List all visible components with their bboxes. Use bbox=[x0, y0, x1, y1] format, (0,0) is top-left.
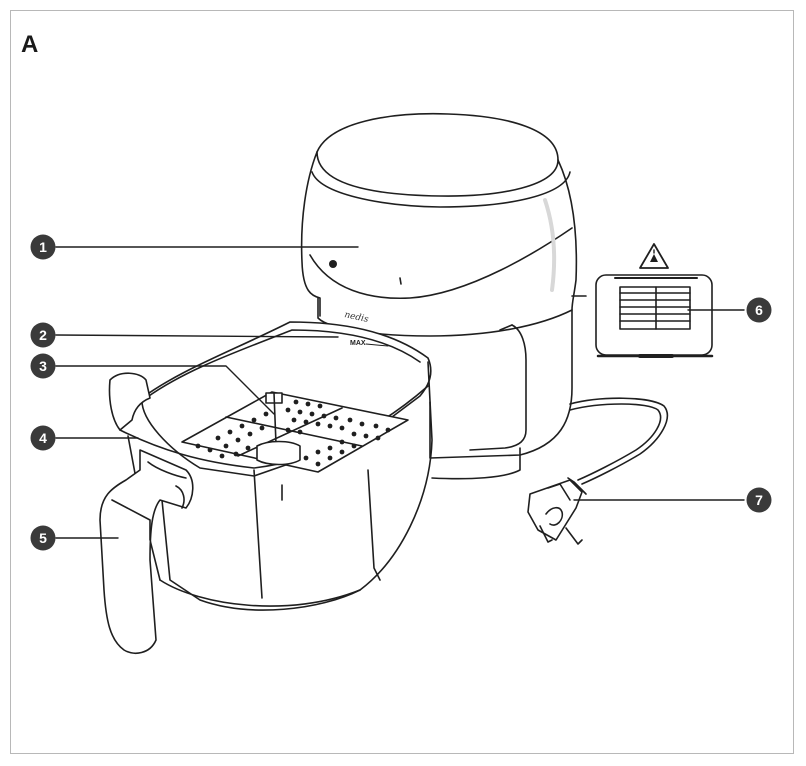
crisping-plate bbox=[181, 391, 409, 473]
brand-logo: nedis bbox=[343, 310, 369, 325]
callout-2: 2 bbox=[30, 322, 56, 348]
svg-text:2: 2 bbox=[39, 327, 47, 343]
rating-label-inset bbox=[595, 243, 714, 358]
air-fryer-housing: nedis bbox=[300, 112, 587, 480]
callout-3: 3 bbox=[30, 353, 56, 379]
svg-text:1: 1 bbox=[39, 239, 47, 255]
callout-1: 1 bbox=[30, 234, 56, 260]
svg-text:5: 5 bbox=[39, 530, 47, 546]
svg-text:3: 3 bbox=[39, 358, 47, 374]
callout-7: 7 bbox=[746, 487, 772, 513]
basket-handle bbox=[99, 372, 194, 654]
hot-surface-warning-icon bbox=[639, 243, 669, 269]
svg-text:7: 7 bbox=[755, 492, 763, 508]
callout-6: 6 bbox=[746, 297, 772, 323]
svg-text:6: 6 bbox=[755, 302, 763, 318]
power-cord bbox=[527, 397, 669, 545]
callout-5: 5 bbox=[30, 525, 56, 551]
power-indicator-dot bbox=[329, 260, 337, 268]
callout-4: 4 bbox=[30, 425, 56, 451]
callout-leader-lines bbox=[55, 246, 745, 539]
figure-letter: A bbox=[21, 31, 39, 58]
plate-holes bbox=[195, 399, 391, 467]
max-fill-marking: MAX bbox=[350, 340, 366, 347]
svg-text:4: 4 bbox=[39, 430, 47, 446]
